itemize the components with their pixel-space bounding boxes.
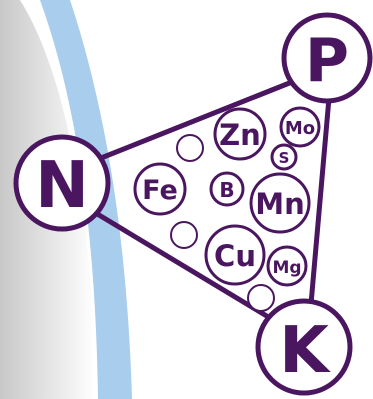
- triangle-edges: [91, 79, 332, 321]
- node-p: P: [281, 12, 373, 104]
- empty-circle: [176, 134, 204, 162]
- edge-n-k: [91, 209, 273, 321]
- element-fe: Fe: [133, 162, 187, 216]
- element-mo: Mo: [279, 106, 321, 148]
- node-p-label: P: [305, 26, 349, 96]
- element-zn: Zn: [213, 107, 267, 161]
- node-k-label: K: [279, 314, 331, 388]
- element-mn-label: Mn: [255, 187, 305, 221]
- empty-circle: [247, 284, 275, 312]
- element-mg-label: Mg: [272, 258, 301, 278]
- edge-n-p: [93, 79, 295, 163]
- node-n-label: N: [35, 149, 89, 223]
- node-n: N: [13, 134, 111, 232]
- element-cu-label: Cu: [214, 239, 256, 273]
- element-s-label: S: [279, 149, 290, 167]
- empty-circle: [170, 221, 198, 249]
- element-s: S: [270, 143, 298, 171]
- element-mo-label: Mo: [285, 118, 315, 139]
- element-cu: Cu: [204, 224, 266, 286]
- element-b-label: B: [219, 178, 234, 202]
- element-b: B: [209, 171, 245, 207]
- element-mn: Mn: [249, 172, 311, 234]
- node-k: K: [255, 298, 353, 396]
- element-mg: Mg: [266, 245, 308, 287]
- edge-p-k: [308, 95, 332, 307]
- element-fe-label: Fe: [142, 175, 178, 206]
- empty-circles: [170, 134, 275, 312]
- element-zn-label: Zn: [219, 118, 261, 152]
